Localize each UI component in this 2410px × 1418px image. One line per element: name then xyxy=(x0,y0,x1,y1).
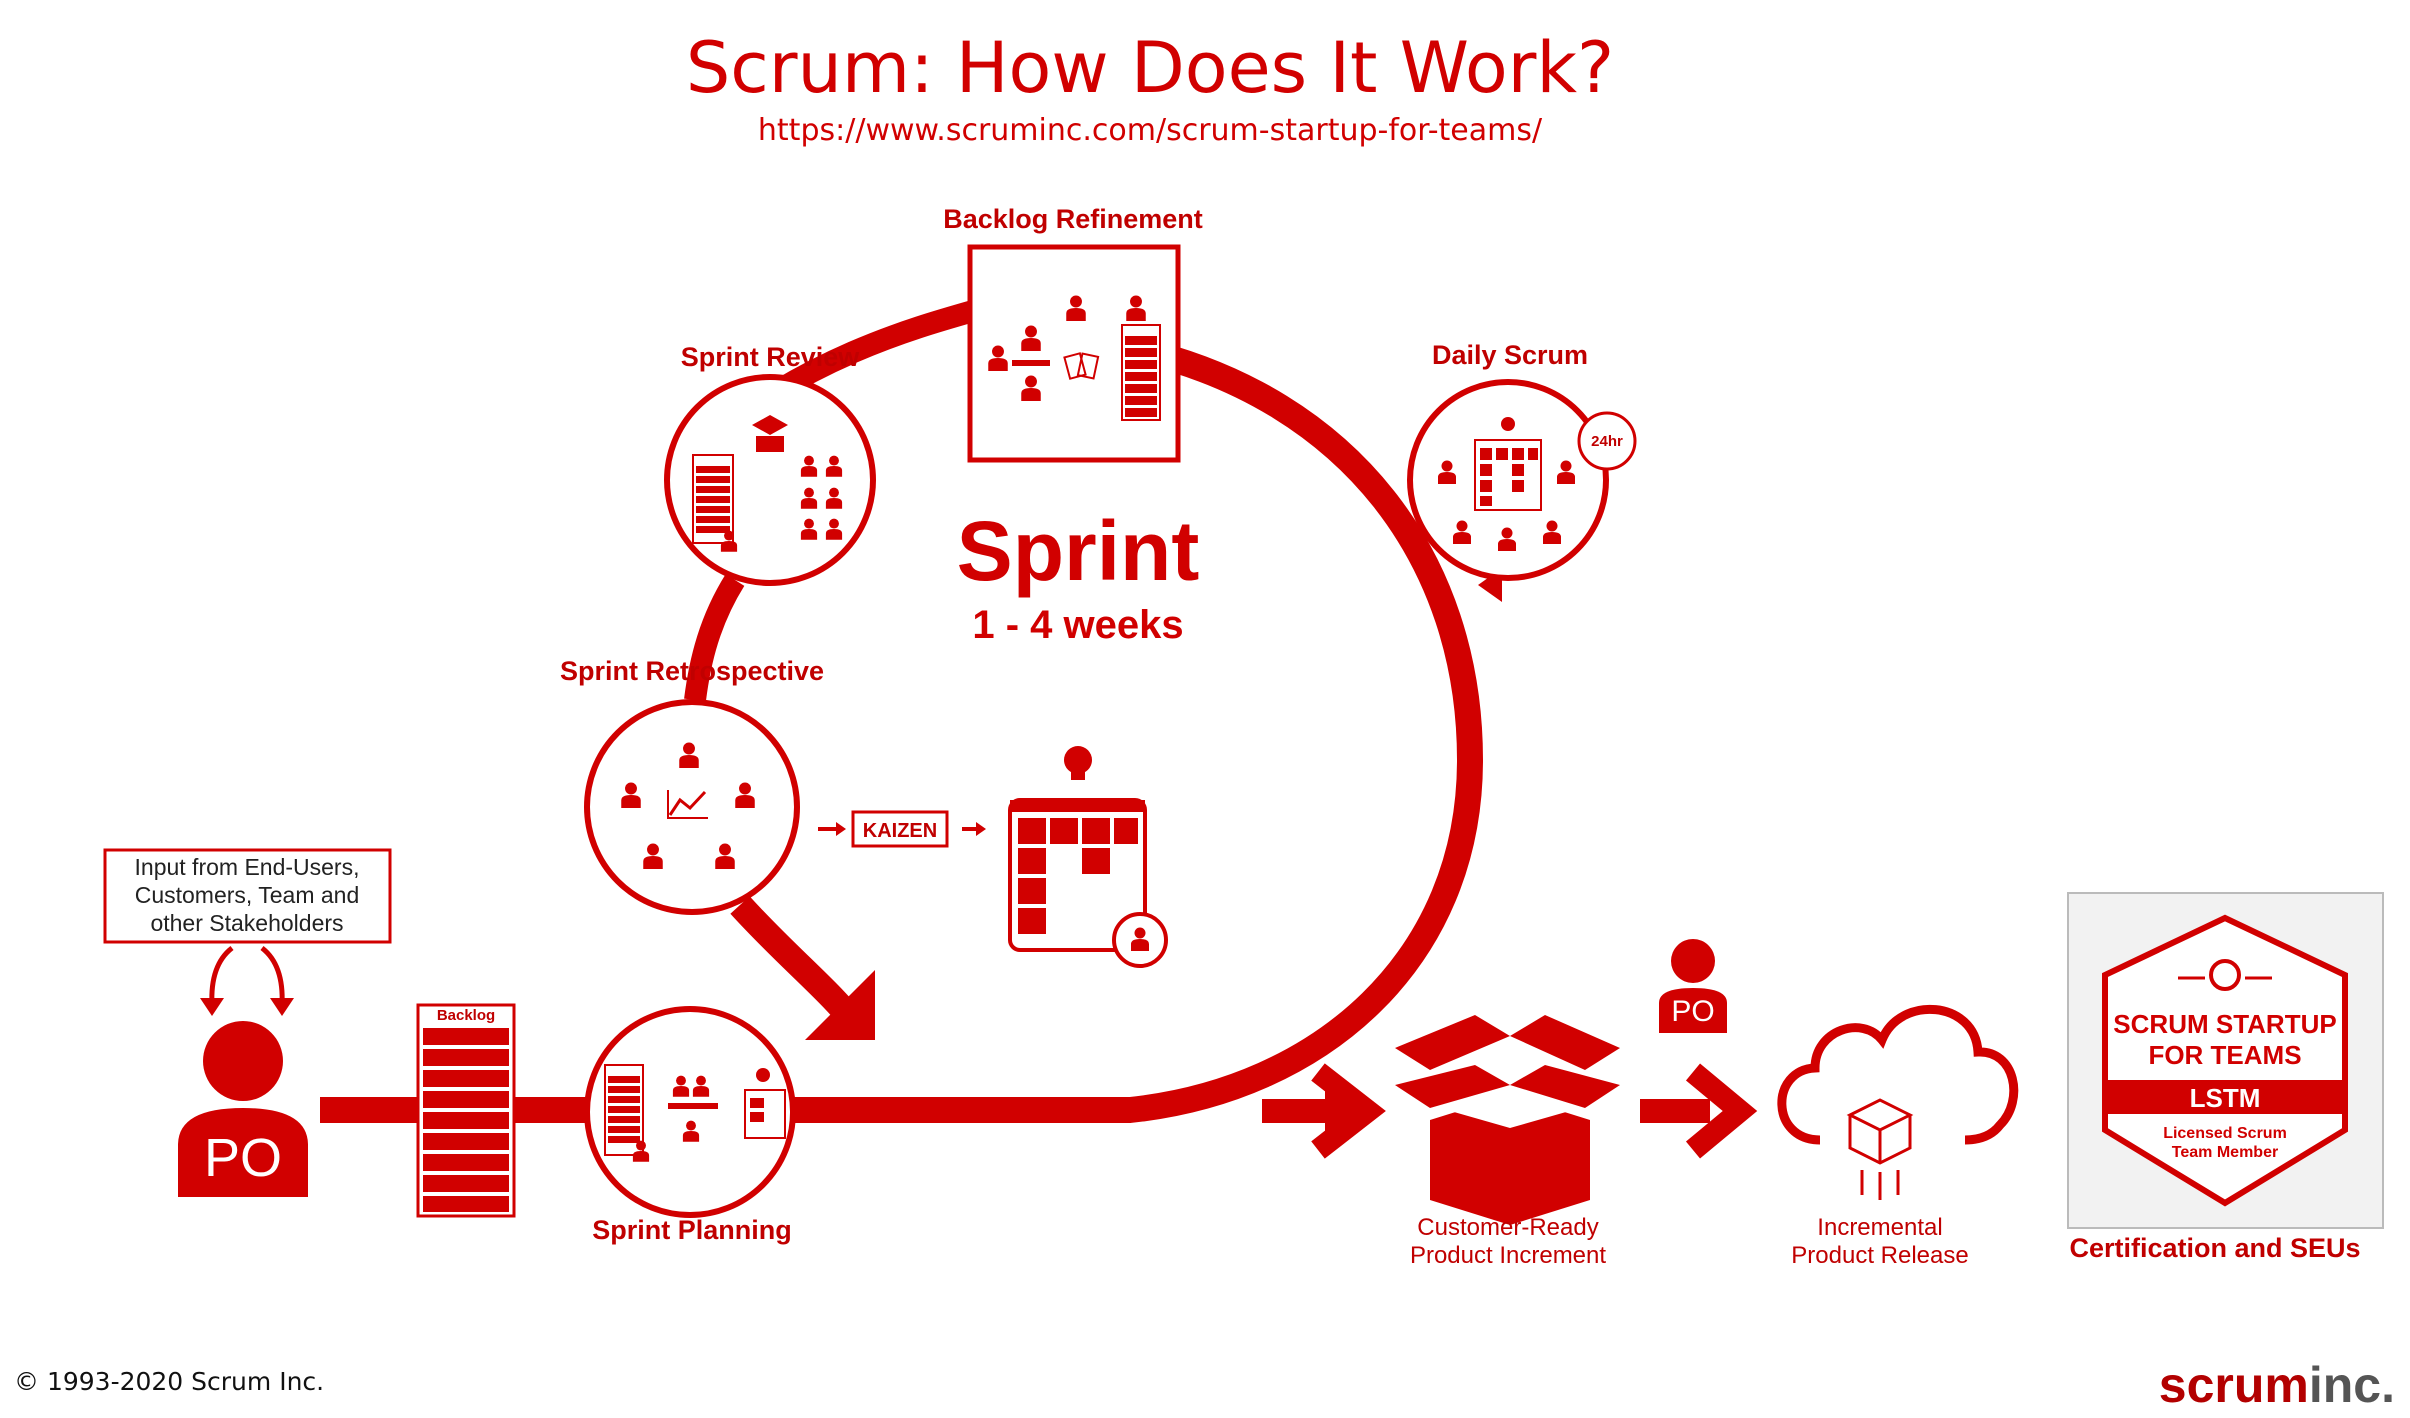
sprint-review-label: Sprint Review xyxy=(681,342,861,372)
badge-sub2: Team Member xyxy=(2172,1144,2278,1161)
chart-icon xyxy=(668,790,707,816)
arrow-to-release xyxy=(1640,1063,1758,1159)
badge-sub1: Licensed Scrum xyxy=(2163,1125,2287,1142)
scruminc-logo[interactable]: scruminc. xyxy=(2159,1357,2395,1413)
cards-icon xyxy=(1063,352,1100,380)
logo-part-inc: inc. xyxy=(2309,1357,2395,1413)
product-owner-small: PO xyxy=(1659,939,1727,1033)
kaizen-label: KAIZEN xyxy=(863,820,937,842)
page-title: Scrum: How Does It Work? xyxy=(686,27,1614,109)
input-line-1: Input from End-Users, xyxy=(135,854,360,880)
input-arrows xyxy=(209,946,285,1006)
badge-ribbon: LSTM xyxy=(2190,1083,2261,1113)
loop-arc-main xyxy=(780,337,1484,1123)
review-backlog-list xyxy=(692,454,734,544)
lightbulb-icon xyxy=(756,1068,770,1082)
product-increment-box-icon xyxy=(1395,1015,1620,1225)
certification-badge[interactable]: SCRUM STARTUP FOR TEAMS LSTM Licensed Sc… xyxy=(2067,892,2384,1229)
kaizen-box xyxy=(851,810,949,848)
certification-caption[interactable]: Certification and SEUs xyxy=(2069,1233,2360,1263)
daily-scrum-label: Daily Scrum xyxy=(1432,340,1588,370)
product-owner-figure: PO xyxy=(178,1021,308,1197)
increment-label-line2: Product Increment xyxy=(1410,1242,1606,1269)
input-line-2: Customers, Team and xyxy=(135,882,360,908)
product-backlog[interactable]: Backlog xyxy=(416,1003,516,1218)
sprint-retrospective-node[interactable] xyxy=(584,699,800,915)
input-line-3: other Stakeholders xyxy=(150,910,343,936)
improvement-board xyxy=(1008,746,1168,968)
sprint-planning-node[interactable] xyxy=(584,1006,796,1218)
logo-part-scrum: scrum xyxy=(2159,1357,2309,1413)
task-board-icon xyxy=(1474,439,1542,511)
lightbulb-icon xyxy=(1501,417,1515,431)
loop-review-retro xyxy=(684,574,745,702)
arrow-to-increment xyxy=(1262,1063,1386,1159)
backlog-refinement-node[interactable] xyxy=(967,244,1181,463)
sprint-duration: 1 - 4 weeks xyxy=(972,603,1183,647)
badge-line2: FOR TEAMS xyxy=(2148,1040,2301,1070)
table-icon xyxy=(1012,360,1050,366)
source-url[interactable]: https://www.scruminc.com/scrum-startup-f… xyxy=(758,113,1543,148)
daily-scrum-timebox: 24hr xyxy=(1591,433,1623,450)
scrum-cycle-icon xyxy=(2209,959,2241,991)
refinement-backlog-list xyxy=(1121,324,1161,421)
sprint-retrospective-label: Sprint Retrospective xyxy=(560,656,824,686)
backlog-label: Backlog xyxy=(437,1007,495,1024)
box-icon xyxy=(752,415,788,452)
backlog-refinement-label: Backlog Refinement xyxy=(943,204,1203,234)
release-label-line2: Product Release xyxy=(1791,1242,1968,1269)
release-label-line1: Incremental xyxy=(1817,1214,1942,1241)
sprint-title: Sprint xyxy=(957,504,1200,598)
increment-label-line1: Customer-Ready xyxy=(1417,1214,1598,1241)
product-owner-label: PO xyxy=(204,1128,282,1188)
product-owner-small-label: PO xyxy=(1671,995,1714,1028)
sprint-review-node[interactable] xyxy=(664,374,876,586)
retro-to-planning-arrowhead xyxy=(805,970,875,1040)
daily-scrum-node[interactable]: 24hr xyxy=(1407,379,1637,581)
lightbulb-icon xyxy=(1064,746,1092,774)
badge-line1: SCRUM STARTUP xyxy=(2113,1009,2336,1039)
copyright: © 1993-2020 Scrum Inc. xyxy=(14,1367,324,1396)
cloud-icon xyxy=(1777,1004,2019,1200)
stakeholder-input-box: Input from End-Users, Customers, Team an… xyxy=(103,848,392,944)
sprint-planning-label: Sprint Planning xyxy=(592,1215,792,1245)
